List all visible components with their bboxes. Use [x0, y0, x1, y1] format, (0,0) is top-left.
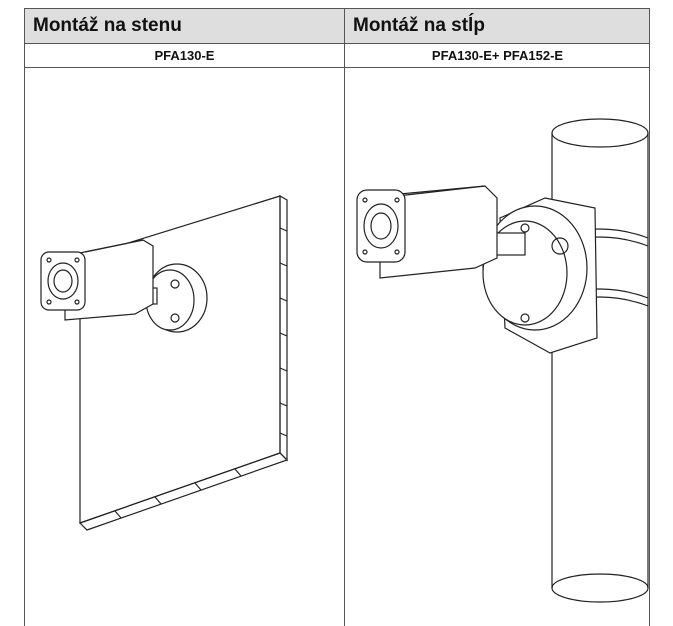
wall-mount-illustration [25, 68, 344, 626]
model-pole-mount: PFA130-E+ PFA152-E [431, 48, 564, 63]
model-wall-mount: PFA130-E [154, 48, 215, 63]
column-divider [344, 8, 345, 626]
mount-table: Montáž na stenu Montáž na stĺp PFA130-E … [24, 8, 650, 626]
header-pole-mount: Montáž na stĺp [353, 15, 485, 36]
header-wall-mount: Montáž na stenu [33, 15, 182, 36]
model-row: PFA130-E PFA130-E+ PFA152-E [25, 44, 649, 68]
pole-mount-illustration [345, 68, 650, 626]
header-row: Montáž na stenu Montáž na stĺp [25, 8, 649, 44]
